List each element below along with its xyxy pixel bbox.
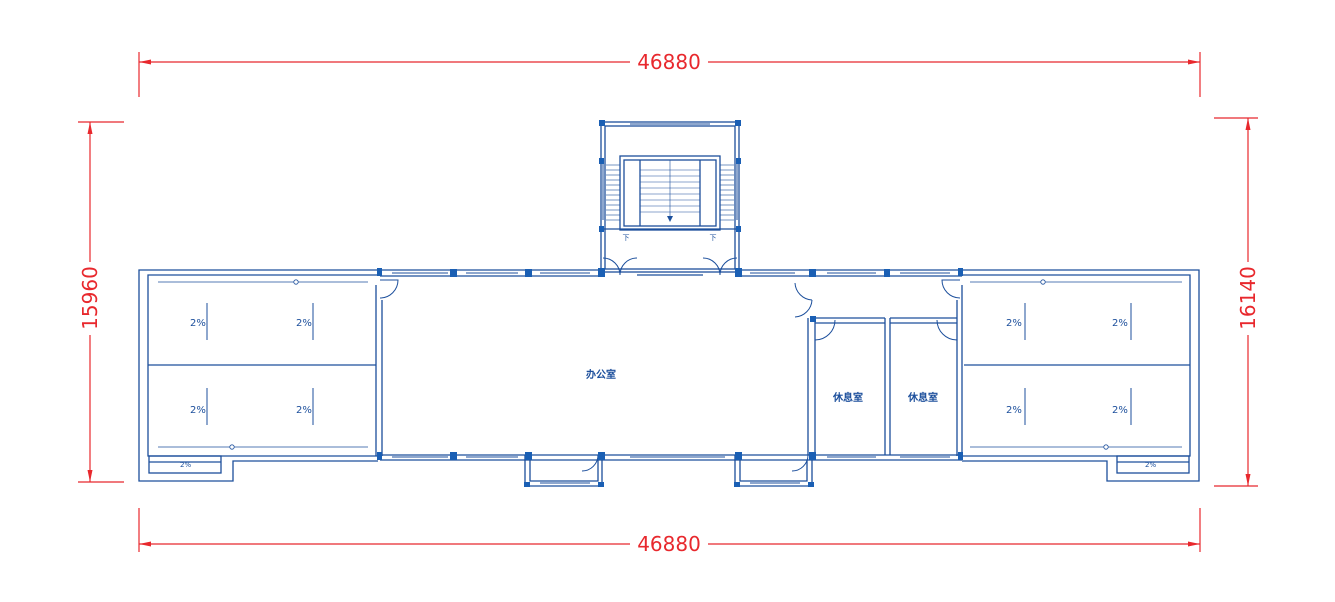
stair-arrow bbox=[667, 216, 673, 222]
door-swings bbox=[379, 257, 961, 472]
corner-slope-label: 2% bbox=[180, 461, 191, 469]
building-walls bbox=[138, 121, 1200, 487]
slope-label: 2% bbox=[190, 318, 206, 329]
left-height-dimension: 15960 bbox=[78, 266, 102, 330]
drain-points bbox=[229, 279, 1109, 450]
slope-label: 2% bbox=[1006, 405, 1022, 416]
stair-treads bbox=[606, 160, 734, 221]
lounge-room-label: 休息室 bbox=[832, 391, 863, 404]
structural-columns bbox=[377, 120, 963, 487]
slope-label: 2% bbox=[296, 318, 312, 329]
slope-label: 2% bbox=[1112, 405, 1128, 416]
bottom-width-dimension: 46880 bbox=[637, 532, 701, 556]
drainage-lines bbox=[158, 281, 1182, 448]
dimension-arrows bbox=[87, 59, 1251, 547]
slope-arrows bbox=[206, 303, 1132, 425]
slope-label: 2% bbox=[1006, 318, 1022, 329]
corner-slope-label: 2% bbox=[1145, 461, 1156, 469]
office-room-label: 办公室 bbox=[586, 368, 616, 381]
dimension-lines bbox=[78, 52, 1258, 552]
lounge-room-label: 休息室 bbox=[907, 391, 938, 404]
stair-down-label: 下 bbox=[623, 234, 630, 242]
windows bbox=[392, 123, 950, 484]
top-width-dimension: 46880 bbox=[637, 50, 701, 74]
slope-label: 2% bbox=[296, 405, 312, 416]
right-height-dimension: 16140 bbox=[1236, 266, 1260, 330]
slope-label: 2% bbox=[1112, 318, 1128, 329]
slope-label: 2% bbox=[190, 405, 206, 416]
stair-down-label: 下 bbox=[710, 234, 717, 242]
